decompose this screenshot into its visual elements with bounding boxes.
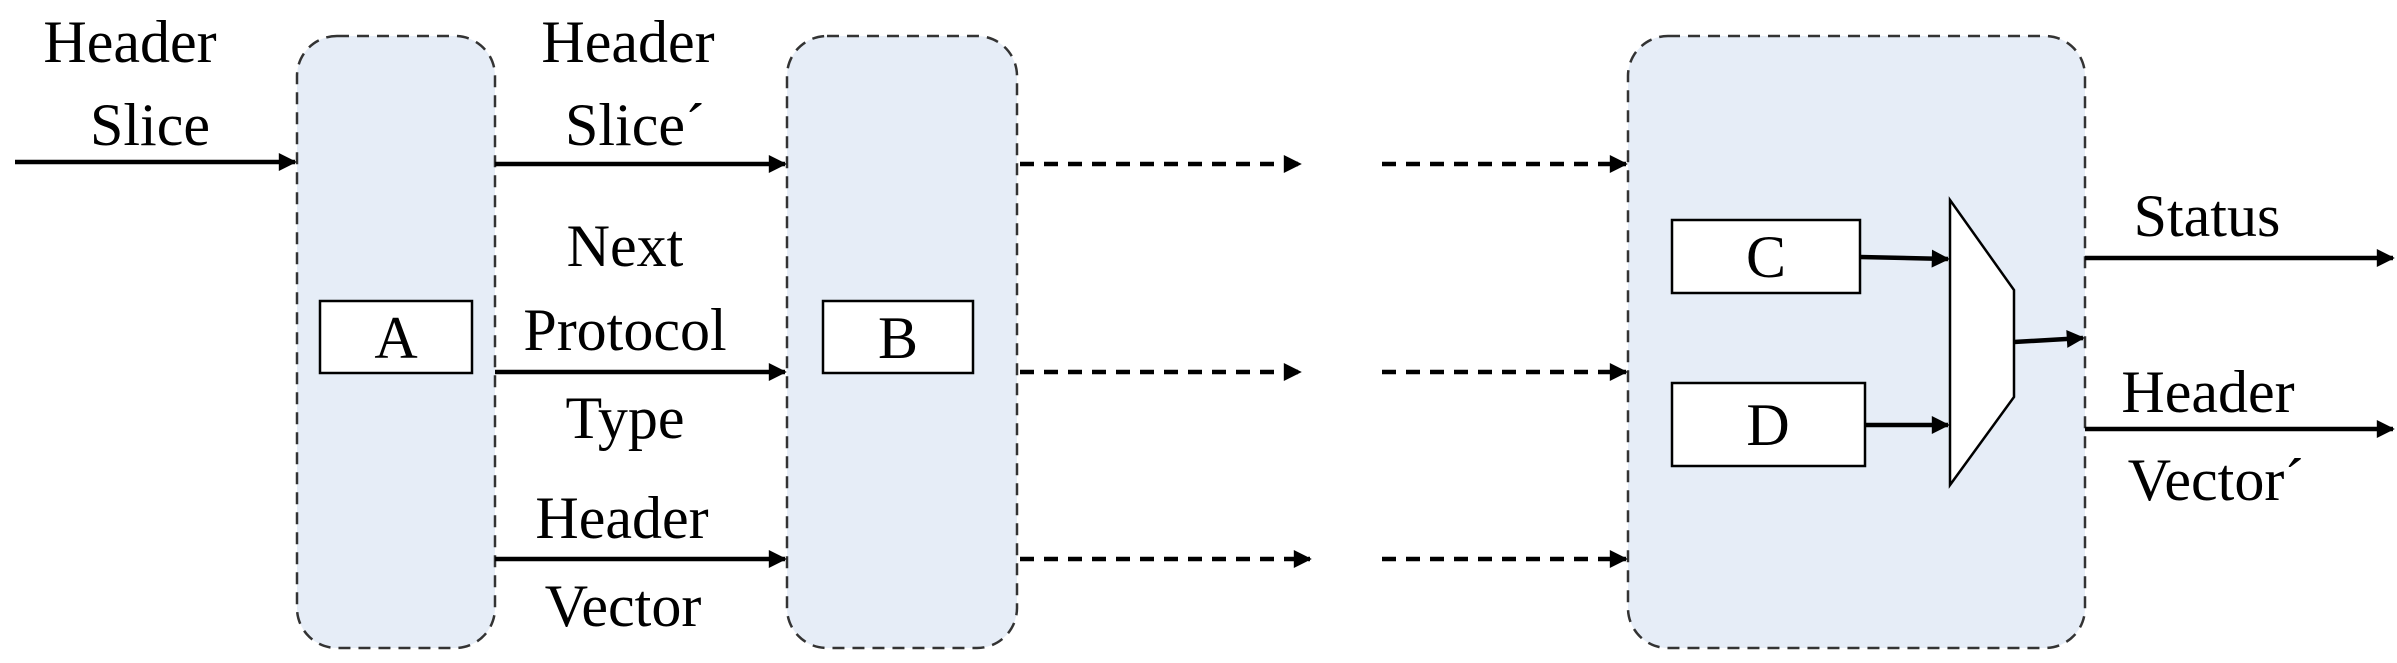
- header-vector-label-line1: Header: [535, 485, 708, 551]
- block-d-label: D: [1746, 392, 1789, 458]
- block-a: [318, 299, 474, 375]
- block-d: [1670, 381, 1867, 468]
- multiplexer: [1948, 196, 2016, 489]
- next-protocol-type-label-line2: Protocol: [523, 297, 726, 363]
- header-slice-prime-label-line1: Header: [541, 9, 714, 75]
- stage-final: [1626, 34, 2087, 650]
- status-label: Status: [2134, 183, 2281, 249]
- block-c-label: C: [1746, 224, 1786, 290]
- mux-out-arrow: [2013, 329, 2085, 348]
- input-header-slice-label-line2: Slice: [90, 92, 210, 158]
- next-protocol-type-label-line3: Type: [565, 385, 684, 451]
- next-protocol-type-label-line1: Next: [567, 213, 684, 279]
- header-slice-prime-label-line2: Slice´: [565, 92, 705, 158]
- block-b: [821, 299, 975, 375]
- input-header-slice-label-line1: Header: [43, 9, 216, 75]
- block-b-label: B: [878, 305, 918, 371]
- header-vector-label-line2: Vector: [545, 573, 702, 639]
- block-c: [1670, 218, 1862, 295]
- block-a-label: A: [374, 305, 417, 371]
- header-vector-prime-label-line1: Header: [2121, 359, 2294, 425]
- c-to-mux-arrow: [1859, 249, 1950, 268]
- header-vector-prime-label-line2: Vector´: [2128, 447, 2305, 513]
